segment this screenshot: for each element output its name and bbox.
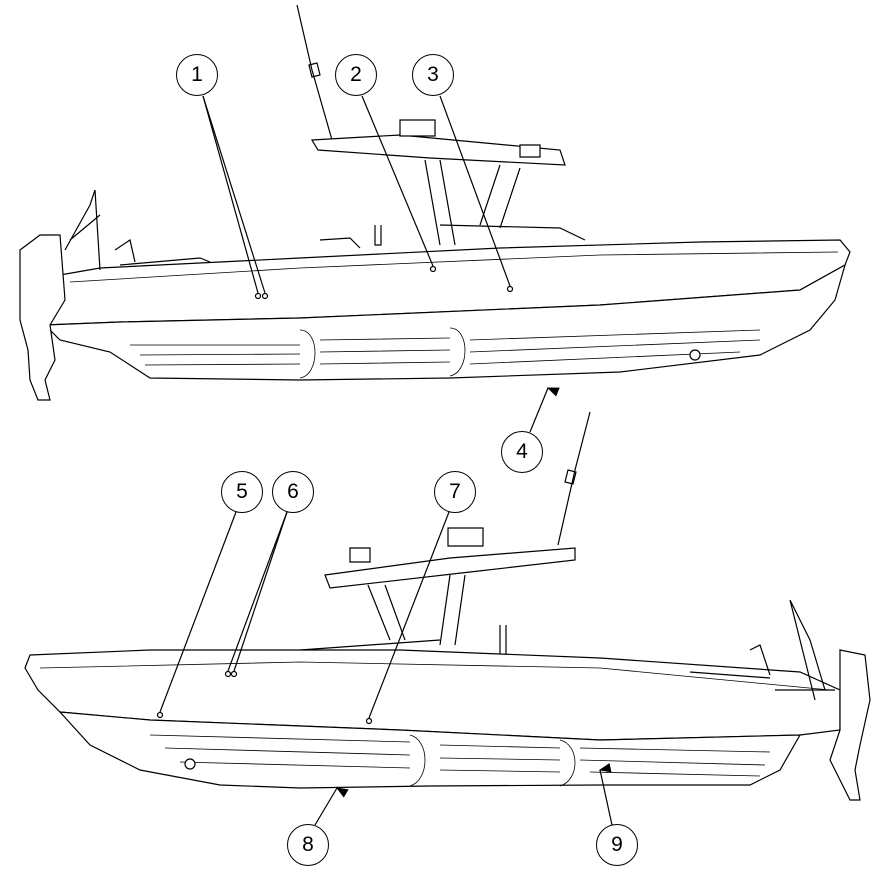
bottom-hull [58, 711, 802, 789]
bottom-boat-view [24, 411, 871, 801]
callout-leaders [156, 95, 613, 826]
callout-label: 4 [516, 440, 528, 463]
top-outboard-engine [19, 234, 66, 401]
top-arch [64, 189, 101, 271]
callout-2: 2 [335, 54, 377, 96]
t-top [324, 547, 576, 589]
callout-4: 4 [501, 431, 543, 473]
callout-label: 8 [302, 833, 314, 856]
antenna [296, 4, 333, 141]
callout-9: 9 [596, 824, 638, 866]
bottom-arch [775, 599, 835, 701]
callout-label: 1 [191, 63, 203, 86]
radar [447, 527, 484, 547]
bottom-hull-strakes [149, 734, 771, 787]
antenna [557, 411, 591, 546]
t-top-struts [367, 574, 466, 646]
callout-label: 7 [449, 480, 461, 503]
callout-label: 6 [287, 480, 299, 503]
top-hull-strakes [130, 327, 761, 379]
callout-1: 1 [176, 54, 218, 96]
callout-label: 9 [611, 833, 623, 856]
radar [399, 119, 436, 137]
callout-8: 8 [287, 824, 329, 866]
callout-7: 7 [434, 471, 476, 513]
callout-label: 5 [236, 480, 248, 503]
top-hull [43, 263, 846, 381]
callout-label: 2 [350, 63, 362, 86]
top-rub-rail [69, 251, 839, 283]
callout-3: 3 [412, 54, 454, 96]
callout-6: 6 [272, 471, 314, 513]
callout-label: 3 [427, 63, 439, 86]
top-boat-view [19, 4, 851, 401]
bottom-outboard-engine [829, 649, 871, 801]
callout-5: 5 [221, 471, 263, 513]
bottom-rub-rail [39, 661, 831, 691]
t-top-struts [424, 159, 521, 246]
console [319, 224, 586, 249]
